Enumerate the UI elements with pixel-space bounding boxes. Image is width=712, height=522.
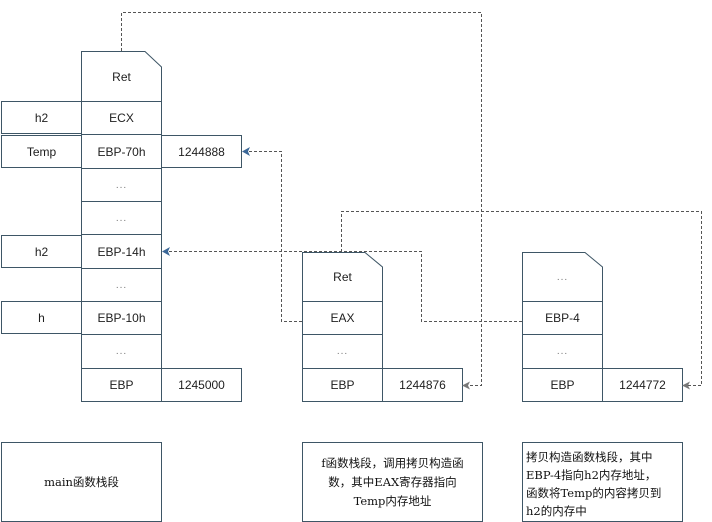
main-stack-ellipsis-cell: ... (81, 201, 162, 235)
ellipsis-text: ... (556, 346, 569, 357)
main-stack-ebp-text: EBP (109, 378, 134, 392)
value-text: 1244876 (399, 378, 446, 392)
value-text: 1244888 (178, 144, 225, 159)
connector-f-eax-to-temp (248, 151, 302, 322)
caption-line: Temp内存地址 (353, 493, 432, 508)
copy-ctor-stack-top-cell: ... (522, 252, 603, 302)
ellipsis-text: ... (115, 279, 128, 291)
f-stack-ebp-text: EBP (330, 378, 355, 392)
main-stack-ellipsis-cell: ... (81, 334, 162, 369)
arrowhead-gray-icon (462, 381, 470, 390)
caption-line: EBP-4指向h2内存地址， (526, 468, 657, 482)
value-text: 1244772 (619, 378, 666, 392)
address-value-main-ebp: 1245000 (161, 368, 242, 402)
main-stack-ebp-70h-text: EBP-70h (97, 144, 146, 159)
label-text: h (38, 310, 45, 325)
main-stack-ebp-14h-text: EBP-14h (97, 244, 146, 259)
address-value-copy-ctor-ebp: 1244772 (602, 368, 683, 402)
f-stack-ret-text: Ret (333, 270, 352, 284)
main-stack-ellipsis-cell: ... (81, 168, 162, 202)
variable-label-h: h (1, 301, 82, 334)
caption-line: h2的内存中 (526, 504, 587, 518)
variable-label-temp: Temp (1, 135, 82, 168)
copy-ctor-ebp-4-text: EBP-4 (545, 311, 580, 325)
ellipsis-text: ... (336, 346, 349, 357)
main-stack-caption: main函数栈段 (1, 442, 162, 522)
main-stack-ecx-cell: ECX (81, 101, 162, 135)
caption-line: 数，其中EAX寄存器指向 (328, 474, 457, 489)
address-value-f-ebp: 1244876 (382, 368, 463, 402)
label-text: Temp (26, 144, 57, 159)
arrowhead-gray-icon (682, 381, 690, 390)
f-stack-caption: f函数栈段，调用拷贝构造函 数，其中EAX寄存器指向 Temp内存地址 (302, 442, 483, 522)
f-stack-ret-cell: Ret (302, 252, 383, 302)
ellipsis-text: ... (115, 179, 128, 191)
main-stack-ellipsis-cell: ... (81, 268, 162, 302)
copy-ctor-stack-ellipsis-cell: ... (522, 334, 603, 369)
copy-ctor-stack-ebp-cell: EBP (522, 368, 603, 402)
main-stack-ecx-text: ECX (109, 111, 134, 125)
caption-line: 拷贝构造函数栈段，其中 (526, 450, 653, 464)
main-stack-ret-text: Ret (112, 69, 131, 84)
label-text: h2 (34, 244, 49, 259)
main-stack-ebp-10h-text: EBP-10h (97, 311, 146, 325)
address-value-temp: 1244888 (161, 135, 242, 168)
ellipsis-text: ... (115, 212, 128, 224)
f-stack-eax-text: EAX (330, 311, 355, 325)
main-stack-ret-cell: Ret (81, 51, 162, 102)
f-stack-ellipsis-cell: ... (302, 334, 383, 369)
arrowhead-blue-icon (242, 147, 250, 156)
copy-ctor-stack-caption: 拷贝构造函数栈段，其中 EBP-4指向h2内存地址， 函数将Temp的内容拷贝到… (522, 442, 683, 522)
main-stack-ebp-cell: EBP (81, 368, 162, 402)
ellipsis-text: ... (115, 346, 128, 357)
main-stack-ebp-10h-cell: EBP-10h (81, 301, 162, 335)
variable-label-h2: h2 (1, 235, 82, 268)
f-stack-eax-cell: EAX (302, 301, 383, 335)
variable-label-h2-ecx: h2 (1, 101, 82, 134)
caption-line: f函数栈段，调用拷贝构造函 (321, 455, 464, 470)
ellipsis-text: ... (556, 271, 569, 283)
copy-ctor-stack-ebp-4-cell: EBP-4 (522, 301, 603, 335)
arrowhead-blue-icon (162, 247, 170, 256)
main-stack-ebp-14h-cell: EBP-14h (81, 234, 162, 269)
value-text: 1245000 (178, 378, 225, 392)
caption-line: 函数将Temp的内容拷贝到 (526, 486, 662, 500)
f-stack-ebp-cell: EBP (302, 368, 383, 402)
caption-text: main函数栈段 (44, 474, 119, 489)
copy-ctor-ebp-text: EBP (550, 378, 575, 392)
label-text: h2 (34, 110, 49, 125)
main-stack-ebp-70h-cell: EBP-70h (81, 134, 162, 169)
